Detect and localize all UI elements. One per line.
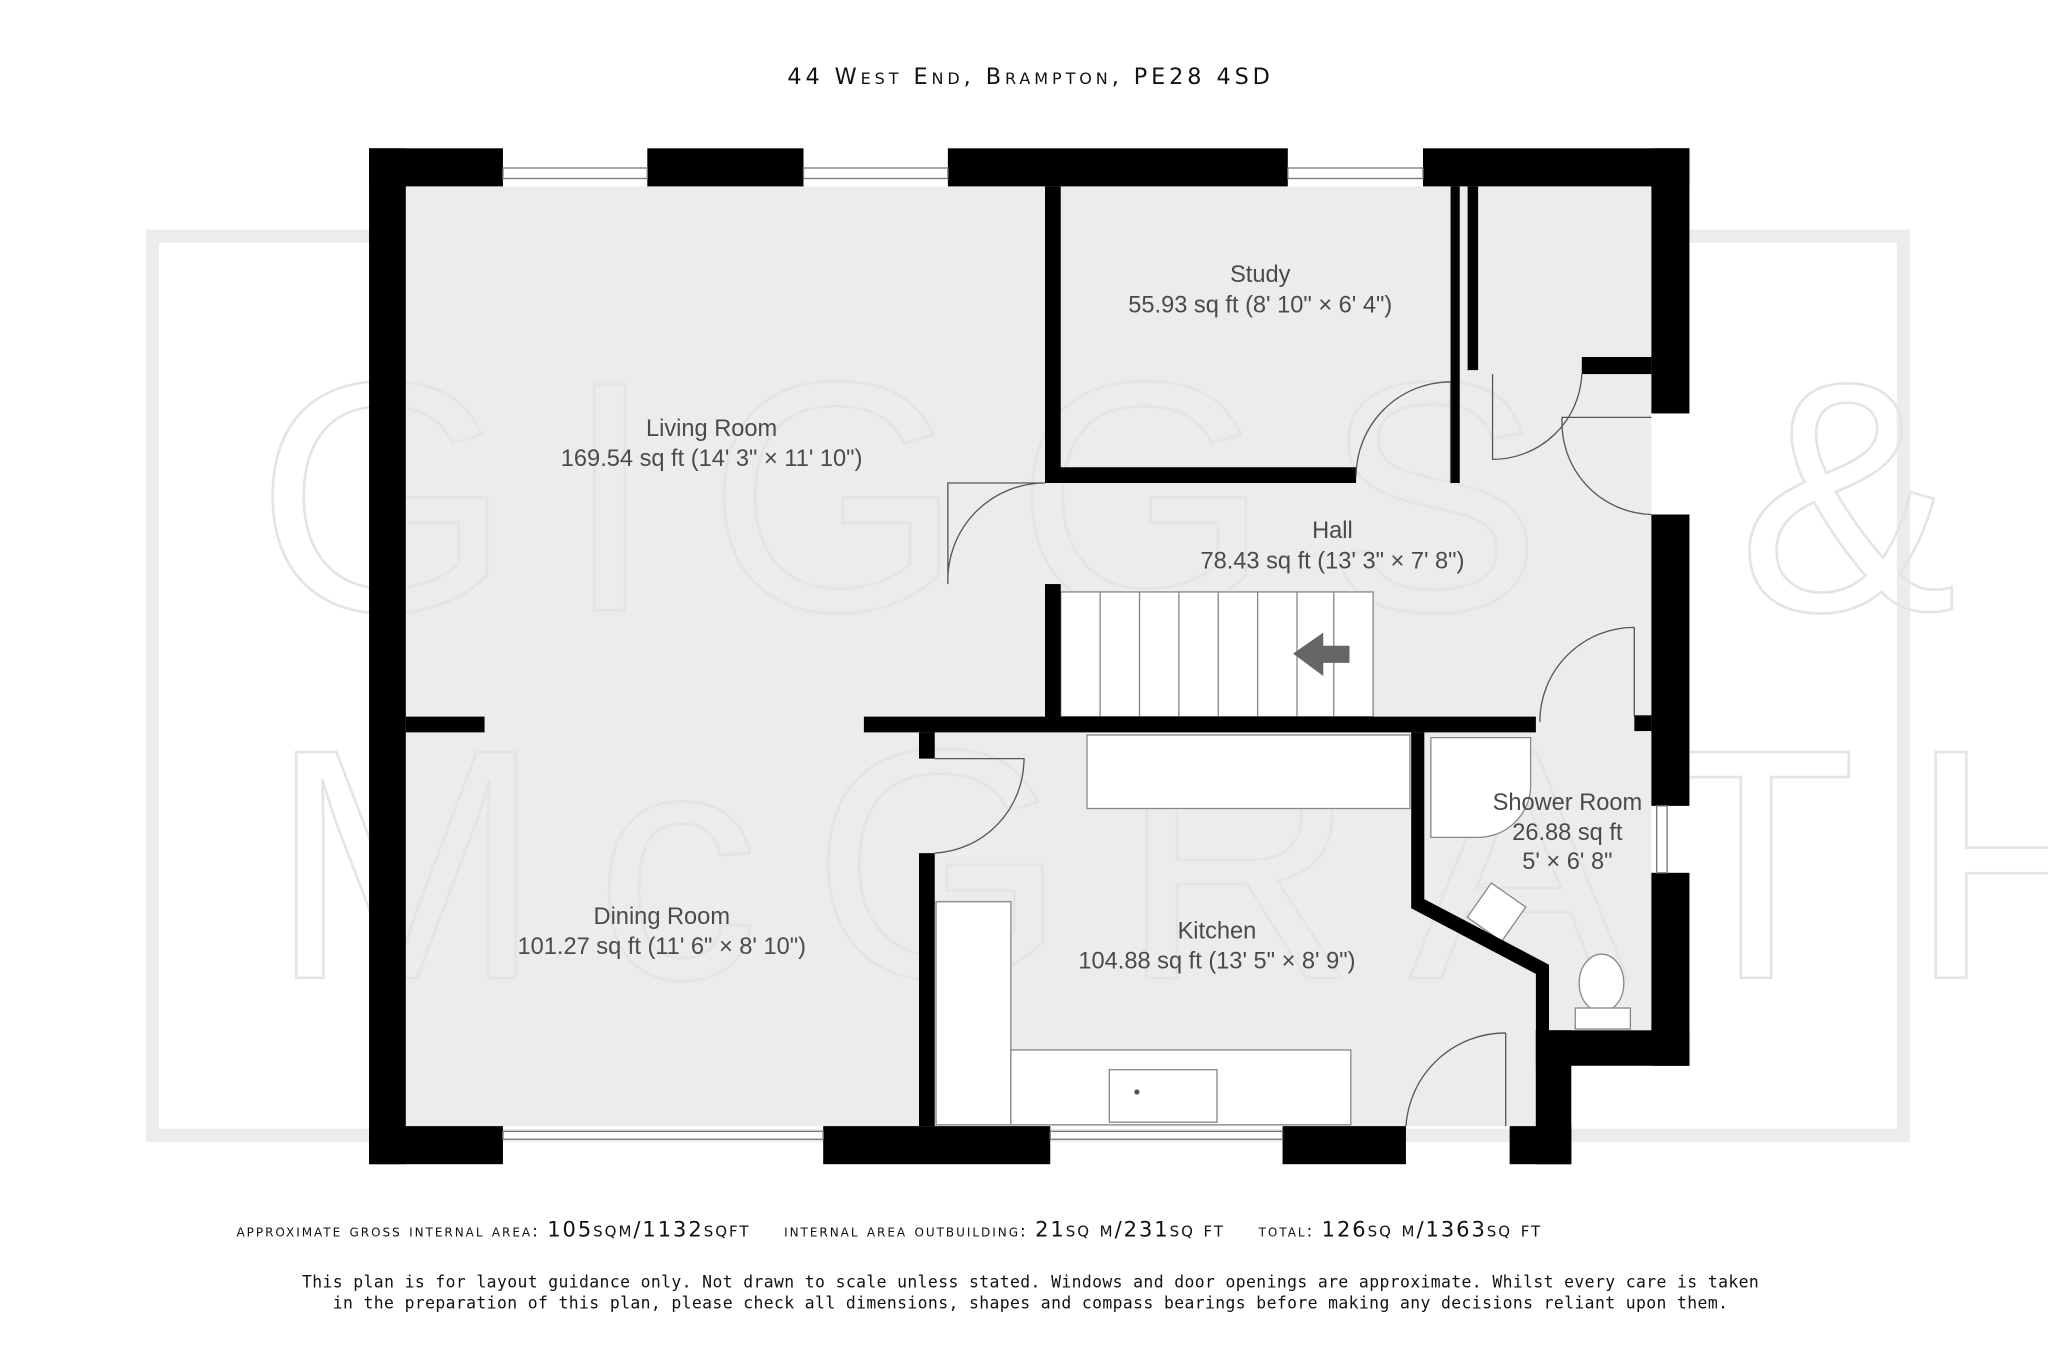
room-label-living-room: Living Room 169.54 sq ft (14' 3" × 11' 1… bbox=[561, 416, 863, 472]
floor-fill bbox=[405, 186, 1652, 1127]
svg-text:104.88 sq ft (13' 5" × 8' 9"): 104.88 sq ft (13' 5" × 8' 9") bbox=[1078, 949, 1355, 975]
windows bbox=[502, 167, 1668, 1140]
room-label-study: Study 55.93 sq ft (8' 10" × 6' 4") bbox=[1128, 262, 1392, 318]
walls bbox=[369, 148, 1690, 1165]
disclaimer-line2: in the preparation of this plan, please … bbox=[333, 1294, 1729, 1313]
svg-text:169.54 sq ft (14' 3" × 11' 10": 169.54 sq ft (14' 3" × 11' 10") bbox=[561, 446, 863, 472]
stairs bbox=[1060, 591, 1374, 718]
svg-text:101.27 sq ft (11' 6" × 8' 10"): 101.27 sq ft (11' 6" × 8' 10") bbox=[518, 934, 807, 960]
svg-text:Hall: Hall bbox=[1312, 518, 1353, 544]
svg-text:Dining Room: Dining Room bbox=[594, 904, 730, 930]
toilet-icon bbox=[1578, 953, 1625, 1013]
svg-text:26.88 sq ft: 26.88 sq ft bbox=[1512, 820, 1623, 846]
shower-tray-icon bbox=[1430, 736, 1532, 839]
svg-text:5' × 6' 8": 5' × 6' 8" bbox=[1522, 849, 1612, 875]
property-address-title: 44 West End, Brampton, PE28 4SD bbox=[787, 64, 1273, 90]
basin-icon bbox=[1466, 882, 1527, 943]
kitchen-units bbox=[935, 734, 1411, 1126]
room-label-shower-room: Shower Room 26.88 sq ft 5' × 6' 8" bbox=[1493, 790, 1643, 875]
svg-text:Living Room: Living Room bbox=[646, 416, 777, 442]
sink-icon bbox=[1108, 1069, 1218, 1123]
svg-text:Shower Room: Shower Room bbox=[1493, 790, 1643, 816]
svg-text:78.43 sq ft (13' 3" × 7' 8"): 78.43 sq ft (13' 3" × 7' 8") bbox=[1200, 548, 1464, 574]
stairs-arrow-icon bbox=[1293, 632, 1350, 676]
room-label-dining-room: Dining Room 101.27 sq ft (11' 6" × 8' 10… bbox=[518, 904, 807, 960]
svg-text:55.93 sq ft (8' 10" × 6' 4"): 55.93 sq ft (8' 10" × 6' 4") bbox=[1128, 292, 1392, 318]
area-summary: approximate gross internal area: 105sqm/… bbox=[237, 1217, 1543, 1241]
room-label-kitchen: Kitchen 104.88 sq ft (13' 5" × 8' 9") bbox=[1078, 918, 1355, 974]
doors bbox=[934, 374, 1652, 1127]
svg-text:Study: Study bbox=[1230, 262, 1291, 288]
svg-text:Kitchen: Kitchen bbox=[1178, 918, 1257, 944]
disclaimer-line1: This plan is for layout guidance only. N… bbox=[302, 1273, 1759, 1292]
room-label-hall: Hall 78.43 sq ft (13' 3" × 7' 8") bbox=[1200, 518, 1464, 574]
shower-fixtures bbox=[1430, 736, 1632, 1030]
